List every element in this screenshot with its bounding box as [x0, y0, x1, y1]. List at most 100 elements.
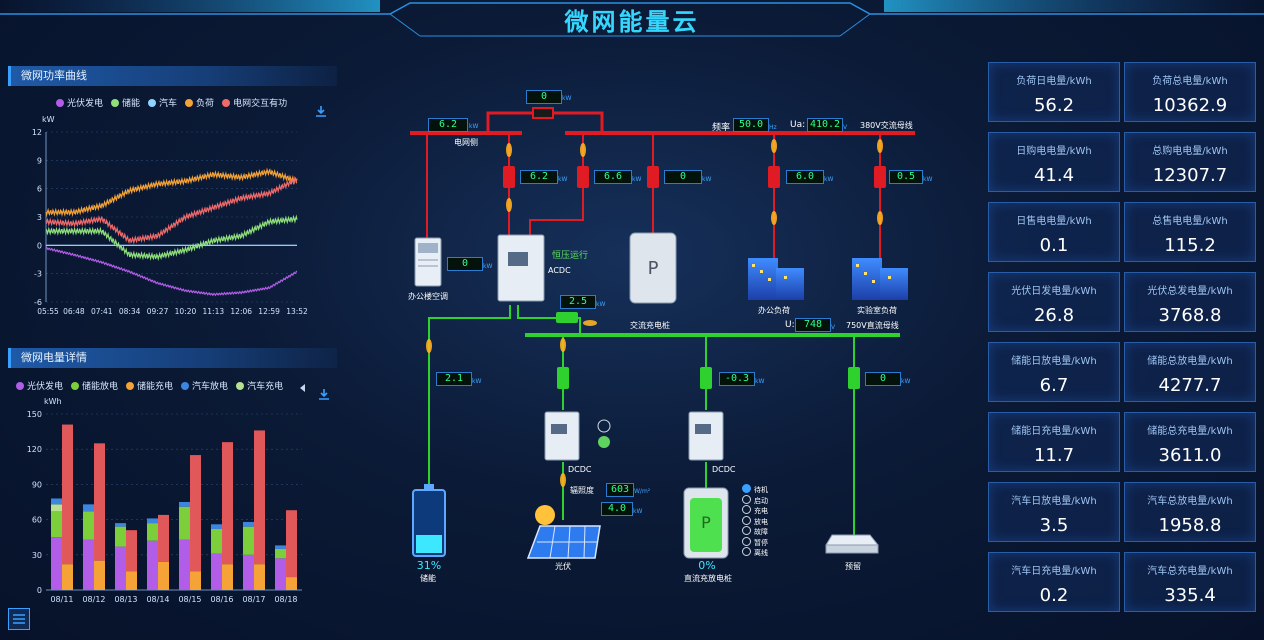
- energy-chart-legend: 光伏发电储能放电储能充电 汽车放电汽车充电: [16, 379, 306, 392]
- branch-unit-3: kW: [702, 176, 712, 183]
- legend-label: 光伏发电: [27, 382, 64, 392]
- status-option[interactable]: 待机: [742, 484, 768, 495]
- aircon-label: 办公楼空调: [408, 292, 448, 301]
- freq-unit: Hz: [769, 124, 777, 131]
- header-bar: [0, 0, 1264, 40]
- bar-seg-汽车放电: [179, 502, 190, 507]
- svg-text:P: P: [648, 258, 659, 279]
- series-line-2: [45, 214, 298, 262]
- legend-dot: [56, 99, 64, 107]
- acdc-cabinet: [497, 234, 545, 302]
- irradiance-meter: 603: [606, 483, 634, 497]
- ac-charger-label: 交流充电桩: [630, 321, 670, 330]
- y-tick-label: -6: [34, 298, 42, 307]
- x-tick-label: 09:27: [147, 307, 169, 316]
- legend-item[interactable]: 汽车: [148, 96, 177, 109]
- bar-grid: [158, 514, 169, 562]
- legend-item[interactable]: 储能充电: [126, 379, 173, 392]
- legend-item[interactable]: 储能: [111, 96, 140, 109]
- x-tick-label: 13:52: [286, 307, 308, 316]
- pv-meter: 4.0: [601, 502, 633, 516]
- grid-side-label: 电网侧: [454, 138, 478, 147]
- bar-seg-汽车放电: [275, 545, 286, 549]
- y-tick-label: 60: [32, 516, 42, 525]
- legend-item[interactable]: 电网交互有功: [222, 96, 287, 109]
- legend-label: 汽车放电: [192, 382, 229, 392]
- y-tick-label: 30: [32, 551, 42, 560]
- download-icon[interactable]: [318, 385, 330, 400]
- top-breaker: [532, 107, 554, 119]
- bar-grid: [190, 455, 201, 572]
- series-line-4: [45, 167, 298, 218]
- energy-chart-title: 微网电量详情: [8, 348, 337, 368]
- dc-charger-soc: 0%: [698, 559, 716, 572]
- aircon-unit: [414, 237, 442, 287]
- bar-seg-储能放电: [243, 526, 254, 555]
- reserve-label: 预留: [845, 562, 861, 571]
- legend-item[interactable]: 储能放电: [71, 379, 118, 392]
- legend-dot: [148, 99, 157, 107]
- branch-meter-5: 0.5: [889, 170, 923, 184]
- x-tick-label: 11:13: [203, 307, 225, 316]
- legend-item[interactable]: 汽车充电: [236, 379, 283, 392]
- dc-bus-label: 750V直流母线: [846, 321, 899, 330]
- stat-value: 3611.0: [1158, 445, 1222, 466]
- bar-grid: [62, 424, 73, 565]
- ac-bus-label: 380V交流母线: [860, 121, 913, 130]
- battery-icon: [412, 484, 446, 557]
- legend-item[interactable]: 光伏发电: [56, 96, 103, 109]
- bar-seg-储能放电: [179, 506, 190, 540]
- battery-meter: 2.1: [436, 372, 472, 386]
- y-tick-label: 90: [32, 480, 42, 489]
- stat-value: 4277.7: [1158, 375, 1222, 396]
- legend-item[interactable]: 汽车放电: [181, 379, 228, 392]
- bar-grid: [286, 510, 297, 578]
- bar-seg-光伏发电: [115, 546, 126, 590]
- status-option[interactable]: 启动: [742, 494, 768, 506]
- pv-dcdc-label: DCDC: [568, 465, 592, 474]
- bar-seg-光伏发电: [179, 539, 190, 590]
- status-option[interactable]: 放电: [742, 515, 768, 527]
- download-icon[interactable]: [315, 102, 327, 117]
- microgrid-diagram: P P: [410, 107, 915, 559]
- branch-unit-5: kW: [923, 176, 933, 183]
- bar-seg-汽车放电: [211, 524, 222, 529]
- bar-storage-charge: [94, 560, 105, 590]
- stat-label: 汽车日充电量/kWh: [1011, 566, 1097, 577]
- battery-label: 储能: [420, 574, 436, 583]
- menu-icon[interactable]: [8, 608, 30, 630]
- bar-storage-charge: [254, 564, 265, 590]
- bar-seg-储能放电: [115, 526, 126, 547]
- status-option[interactable]: 离线: [742, 547, 768, 558]
- y-tick-label: 3: [37, 213, 42, 222]
- status-radio: [742, 547, 751, 556]
- legend-label: 汽车: [159, 99, 178, 109]
- status-option[interactable]: 暂停: [742, 536, 768, 548]
- status-option[interactable]: 故障: [742, 526, 768, 537]
- stat-value: 56.2: [1033, 95, 1075, 116]
- x-tick-label: 06:48: [63, 307, 85, 316]
- x-tick-label: 08/15: [178, 595, 201, 604]
- charger-status-list: 待机启动充电放电故障暂停离线: [742, 484, 768, 558]
- bar-seg-汽车放电: [115, 523, 126, 527]
- legend-item[interactable]: 负荷: [185, 96, 214, 109]
- legend-item[interactable]: 光伏发电: [16, 379, 63, 392]
- legend-prev-icon[interactable]: [298, 378, 308, 392]
- y-axis-label: kWh: [44, 397, 62, 406]
- status-label: 充电: [754, 507, 768, 515]
- legend-dot: [236, 382, 245, 390]
- office-building-icon: [748, 258, 804, 300]
- stat-label: 汽车日放电量/kWh: [1011, 496, 1097, 507]
- status-option[interactable]: 充电: [742, 505, 768, 516]
- stat-label: 储能总充电量/kWh: [1147, 426, 1233, 437]
- legend-dot: [126, 382, 135, 390]
- charger-dcdc-cabinet: [688, 411, 724, 461]
- aircon-meter: 0: [447, 257, 483, 271]
